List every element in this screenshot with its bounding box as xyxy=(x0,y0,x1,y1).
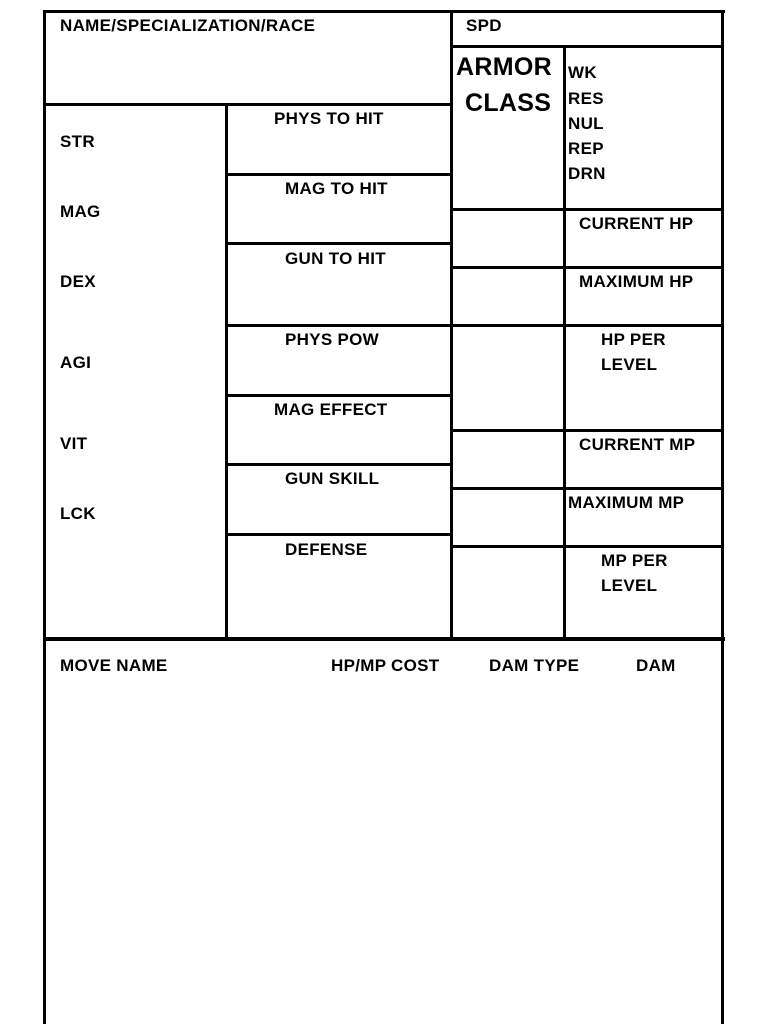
divider-derived-6 xyxy=(225,533,453,536)
maximum-hp-field[interactable] xyxy=(453,269,563,324)
divider-moves-top xyxy=(43,637,725,641)
defense-label: DEFENSE xyxy=(285,540,368,559)
moves-col-dam-type: DAM TYPE xyxy=(489,656,580,675)
defense-field[interactable] xyxy=(228,562,450,636)
hp-per-level-label-2: LEVEL xyxy=(601,355,658,374)
mp-per-level-field[interactable] xyxy=(453,548,563,637)
armor-class-label-line1: ARMOR xyxy=(456,53,552,81)
phys-to-hit-label: PHYS TO HIT xyxy=(274,109,384,128)
affinity-nul-label: NUL xyxy=(568,114,604,133)
affinity-res-label: RES xyxy=(568,89,604,108)
stat-dex-label: DEX xyxy=(60,272,96,291)
sheet-border-left xyxy=(43,10,46,1024)
stat-lck-label: LCK xyxy=(60,504,96,523)
moves-col-dam: DAM xyxy=(636,656,676,675)
hp-per-level-field[interactable] xyxy=(453,327,563,429)
divider-right-1 xyxy=(450,208,724,211)
divider-right-2 xyxy=(450,266,724,269)
spd-field[interactable] xyxy=(500,13,720,44)
affinity-rep-label: REP xyxy=(568,139,604,158)
divider-derived-5 xyxy=(225,463,453,466)
spd-label: SPD xyxy=(466,16,502,35)
divider-name-bottom xyxy=(43,103,453,106)
mag-to-hit-field[interactable] xyxy=(228,201,450,241)
stat-mag-label: MAG xyxy=(60,202,101,221)
name-specialization-race-label: NAME/SPECIALIZATION/RACE xyxy=(60,16,316,35)
phys-pow-label: PHYS POW xyxy=(285,330,380,349)
name-specialization-race-field[interactable] xyxy=(46,40,450,102)
hp-per-level-label-1: HP PER xyxy=(601,330,666,349)
maximum-mp-label: MAXIMUM MP xyxy=(568,493,685,512)
stat-vit-label: VIT xyxy=(60,434,88,453)
moves-col-move-name: MOVE NAME xyxy=(60,656,168,675)
current-mp-field[interactable] xyxy=(453,432,563,487)
affinity-wk-label: WK xyxy=(568,63,597,82)
armor-class-label-line2: CLASS xyxy=(465,89,552,117)
gun-to-hit-field[interactable] xyxy=(228,271,450,323)
mag-to-hit-label: MAG TO HIT xyxy=(285,179,388,198)
stat-agi-label: AGI xyxy=(60,353,92,372)
mag-effect-label: MAG EFFECT xyxy=(274,400,388,419)
gun-to-hit-label: GUN TO HIT xyxy=(285,249,386,268)
gun-skill-label: GUN SKILL xyxy=(285,469,380,488)
mp-per-level-label-2: LEVEL xyxy=(601,576,658,595)
maximum-mp-field[interactable] xyxy=(453,490,563,545)
divider-spd-bottom xyxy=(450,45,724,48)
maximum-hp-label: MAXIMUM HP xyxy=(579,272,694,291)
mp-per-level-label-1: MP PER xyxy=(601,551,668,570)
stat-str-label: STR xyxy=(60,132,95,151)
sheet-border-top xyxy=(43,10,725,13)
divider-derived-2 xyxy=(225,242,453,245)
armor-class-field[interactable] xyxy=(453,120,563,208)
divider-derived-1 xyxy=(225,173,453,176)
phys-pow-field[interactable] xyxy=(228,352,450,393)
sheet-border-right xyxy=(721,10,724,1024)
mag-effect-field[interactable] xyxy=(228,422,450,462)
stats-entry-area[interactable] xyxy=(130,106,224,636)
divider-armor-resource xyxy=(563,45,566,640)
moves-list-area[interactable] xyxy=(46,685,721,1024)
gun-skill-field[interactable] xyxy=(228,491,450,532)
affinity-drn-label: DRN xyxy=(568,164,606,183)
phys-to-hit-field[interactable] xyxy=(228,132,450,172)
divider-right-5 xyxy=(450,487,724,490)
divider-right-3 xyxy=(450,324,724,327)
current-mp-label: CURRENT MP xyxy=(579,435,696,454)
divider-derived-3 xyxy=(225,324,453,327)
divider-right-6 xyxy=(450,545,724,548)
moves-col-hp-mp-cost: HP/MP COST xyxy=(331,656,440,675)
divider-derived-4 xyxy=(225,394,453,397)
divider-right-4 xyxy=(450,429,724,432)
current-hp-label: CURRENT HP xyxy=(579,214,694,233)
divider-stats-derived xyxy=(225,103,228,640)
current-hp-field[interactable] xyxy=(453,211,563,266)
